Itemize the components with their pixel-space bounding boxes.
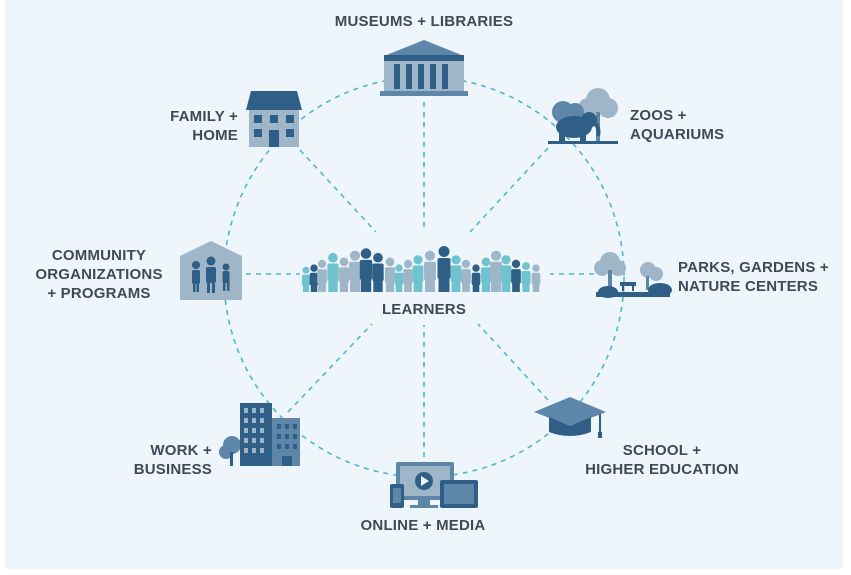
park-bench-trees-icon xyxy=(594,252,672,298)
house-icon xyxy=(246,91,302,147)
elephant-trees-icon xyxy=(548,88,618,144)
spoke-lines xyxy=(246,102,594,457)
people-group-icon xyxy=(301,246,541,292)
graduation-cap-icon xyxy=(534,397,606,438)
spoke-work xyxy=(287,323,373,413)
label-family-home: FAMILY + HOME xyxy=(170,108,238,144)
spoke-school xyxy=(477,323,549,401)
devices-icon xyxy=(390,462,478,508)
spoke-family xyxy=(299,149,377,233)
office-buildings-icon xyxy=(219,403,300,466)
label-school-higher-education: SCHOOL + HIGHER EDUCATION xyxy=(585,442,739,478)
label-online-media: ONLINE + MEDIA xyxy=(360,517,486,534)
label-work-business: WORK + BUSINESS xyxy=(133,442,212,478)
label-parks-gardens: PARKS, GARDENS + NATURE CENTERS xyxy=(678,259,829,295)
label-museums-libraries: MUSEUMS + LIBRARIES xyxy=(334,13,514,30)
label-learners: LEARNERS xyxy=(381,301,467,318)
museum-building-icon xyxy=(380,40,468,96)
label-zoos-aquariums: ZOOS + AQUARIUMS xyxy=(630,107,725,143)
spoke-zoos xyxy=(469,147,549,233)
community-house-icon xyxy=(180,241,242,300)
label-community-organizations: COMMUNITY ORGANIZATIONS + PROGRAMS xyxy=(35,247,163,302)
